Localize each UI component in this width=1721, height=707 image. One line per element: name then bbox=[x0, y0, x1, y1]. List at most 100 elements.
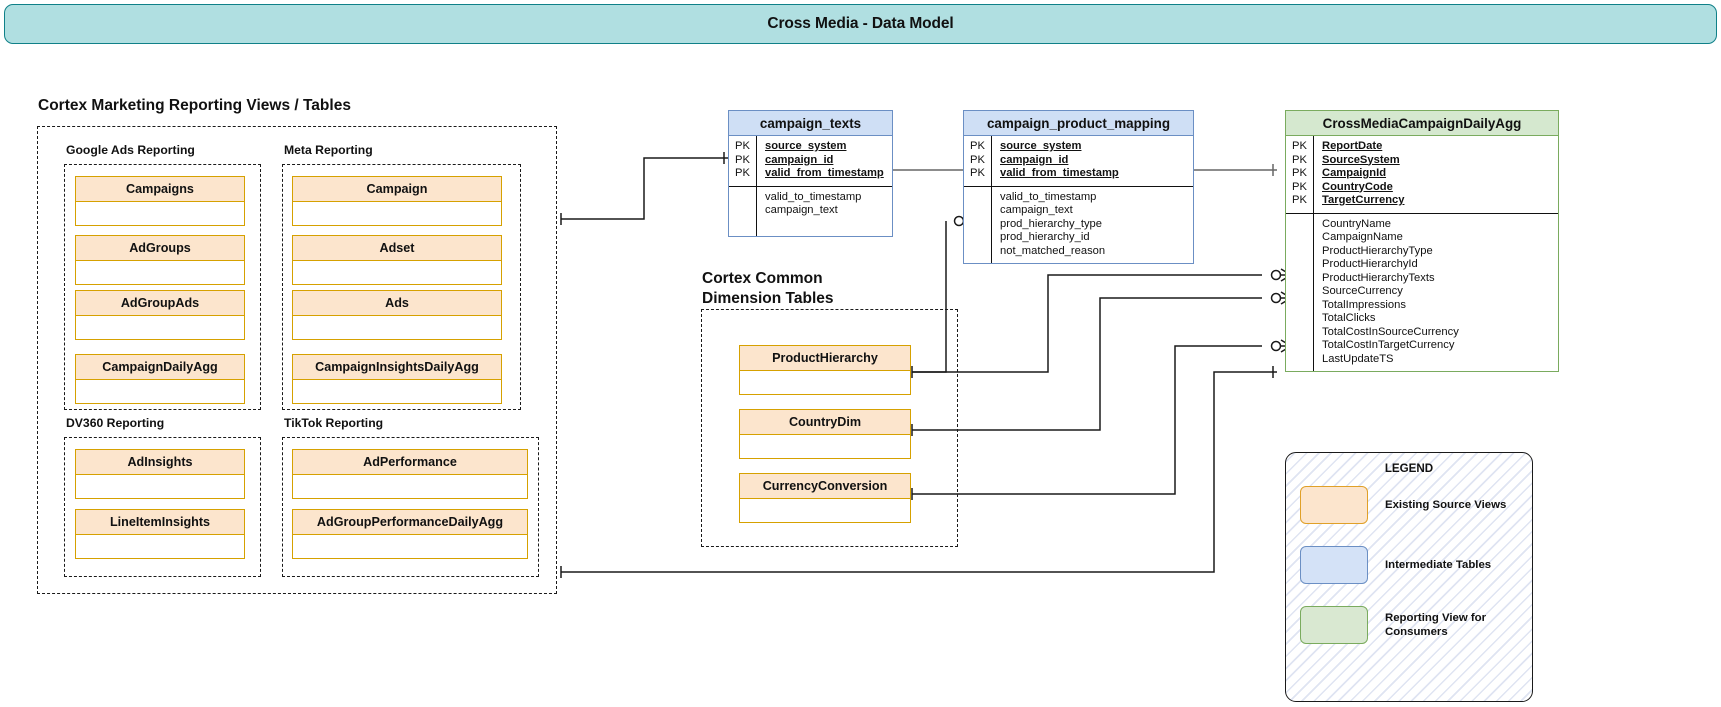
dimension-section-title: Cortex Common Dimension Tables bbox=[702, 270, 834, 308]
group-label-dv360: DV360 Reporting bbox=[66, 416, 165, 430]
attr-field: TotalCostInSourceCurrency bbox=[1322, 325, 1459, 338]
entity-body bbox=[75, 535, 245, 559]
legend-item-label: Reporting View for Consumers bbox=[1385, 612, 1487, 638]
group-container-google-ads bbox=[64, 164, 261, 410]
entity-title: AdPerformance bbox=[292, 449, 528, 475]
erd-pk-section: PK PK PK source_system campaign_id valid… bbox=[729, 136, 892, 187]
entity-body bbox=[75, 316, 245, 340]
entity-body bbox=[75, 475, 245, 499]
entity-campaigndailyagg[interactable]: CampaignDailyAgg bbox=[75, 354, 245, 404]
attr-field: campaign_text bbox=[1000, 204, 1073, 216]
entity-campaign[interactable]: Campaign bbox=[292, 176, 502, 226]
entity-title: LineItemInsights bbox=[75, 509, 245, 535]
diagram-title-banner: Cross Media - Data Model bbox=[4, 4, 1717, 44]
erd-table-title: CrossMediaCampaignDailyAgg bbox=[1286, 111, 1558, 136]
legend-item-label: Intermediate Tables bbox=[1385, 559, 1492, 571]
erd-pk-section: PK PK PK PK PK ReportDate SourceSystem C… bbox=[1286, 136, 1558, 214]
group-container-meta bbox=[282, 164, 521, 410]
entity-body bbox=[292, 475, 528, 499]
pk-field: source_system bbox=[1000, 140, 1082, 152]
entity-body bbox=[739, 499, 911, 523]
erd-attr-fields: valid_to_timestamp campaign_text prod_hi… bbox=[992, 187, 1193, 264]
legend-panel: LEGEND Existing Source Views Intermediat… bbox=[1285, 452, 1533, 702]
entity-adset[interactable]: Adset bbox=[292, 235, 502, 285]
erd-table-campaign-texts[interactable]: campaign_texts PK PK PK source_system ca… bbox=[728, 110, 893, 237]
reporting-view-swatch bbox=[1300, 606, 1368, 644]
pk-label: PK bbox=[970, 153, 985, 166]
erd-key-column: PK PK PK bbox=[964, 136, 992, 186]
pk-field: CampaignId bbox=[1322, 167, 1387, 179]
entity-body bbox=[292, 380, 502, 404]
entity-body bbox=[739, 371, 911, 395]
source-section-title: Cortex Marketing Reporting Views / Table… bbox=[38, 97, 351, 114]
erd-table-campaign-product-mapping[interactable]: campaign_product_mapping PK PK PK source… bbox=[963, 110, 1194, 264]
source-section-container bbox=[37, 126, 557, 594]
group-label-tiktok: TikTok Reporting bbox=[284, 416, 384, 430]
entity-title: Ads bbox=[292, 290, 502, 316]
attr-field: SourceCurrency bbox=[1322, 285, 1403, 297]
erd-pk-fields: ReportDate SourceSystem CampaignId Count… bbox=[1314, 136, 1558, 213]
legend-title: LEGEND bbox=[1384, 462, 1434, 475]
entity-adinsights[interactable]: AdInsights bbox=[75, 449, 245, 499]
pk-label: PK bbox=[1292, 167, 1307, 179]
group-label-google-ads: Google Ads Reporting bbox=[66, 143, 195, 157]
pk-label: PK bbox=[1292, 180, 1307, 193]
erd-attr-section: valid_to_timestamp campaign_text bbox=[729, 186, 892, 237]
erd-key-column bbox=[964, 186, 992, 263]
entity-body bbox=[292, 535, 528, 559]
erd-pk-fields: source_system campaign_id valid_from_tim… bbox=[757, 136, 892, 186]
entity-title: Campaign bbox=[292, 176, 502, 202]
attr-field: CampaignName bbox=[1322, 231, 1403, 243]
entity-body bbox=[292, 202, 502, 226]
entity-currencyconversion[interactable]: CurrencyConversion bbox=[739, 473, 911, 523]
erd-attr-section: valid_to_timestamp campaign_text prod_hi… bbox=[964, 186, 1193, 264]
entity-ads[interactable]: Ads bbox=[292, 290, 502, 340]
attr-field: TotalImpressions bbox=[1322, 298, 1406, 311]
pk-label: PK bbox=[735, 153, 750, 166]
entity-body bbox=[739, 435, 911, 459]
pk-label: PK bbox=[1292, 194, 1307, 206]
entity-title: Campaigns bbox=[75, 176, 245, 202]
legend-item-label: Existing Source Views bbox=[1385, 499, 1507, 511]
entity-adgroups[interactable]: AdGroups bbox=[75, 235, 245, 285]
legend-item-reporting-view: Reporting View for Consumers bbox=[1300, 606, 1486, 644]
entity-lineiteminsights[interactable]: LineItemInsights bbox=[75, 509, 245, 559]
erd-attr-fields: valid_to_timestamp campaign_text bbox=[757, 187, 892, 237]
entity-body bbox=[75, 261, 245, 285]
entity-countrydim[interactable]: CountryDim bbox=[739, 409, 911, 459]
pk-label: PK bbox=[970, 140, 985, 152]
entity-adperformance[interactable]: AdPerformance bbox=[292, 449, 528, 499]
attr-field: prod_hierarchy_type bbox=[1000, 217, 1102, 230]
attr-field: not_matched_reason bbox=[1000, 244, 1106, 257]
entity-adgroupads[interactable]: AdGroupAds bbox=[75, 290, 245, 340]
entity-title: CampaignDailyAgg bbox=[75, 354, 245, 380]
pk-field: campaign_id bbox=[1000, 153, 1069, 166]
intermediate-tables-swatch bbox=[1300, 546, 1368, 584]
entity-adgroupperformancedailyagg[interactable]: AdGroupPerformanceDailyAgg bbox=[292, 509, 528, 559]
pk-field: valid_from_timestamp bbox=[765, 167, 884, 179]
pk-field: CountryCode bbox=[1322, 180, 1393, 193]
erd-table-crossmedia-campaign-daily-agg[interactable]: CrossMediaCampaignDailyAgg PK PK PK PK P… bbox=[1285, 110, 1559, 372]
entity-campaigninsightsdailyagg[interactable]: CampaignInsightsDailyAgg bbox=[292, 354, 502, 404]
entity-title: ProductHierarchy bbox=[739, 345, 911, 371]
entity-campaigns[interactable]: Campaigns bbox=[75, 176, 245, 226]
erd-key-column: PK PK PK bbox=[729, 136, 757, 186]
attr-field: ProductHierarchyType bbox=[1322, 244, 1433, 257]
entity-producthierarchy[interactable]: ProductHierarchy bbox=[739, 345, 911, 395]
attr-field: TotalClicks bbox=[1322, 312, 1376, 324]
entity-title: AdGroupAds bbox=[75, 290, 245, 316]
pk-field: campaign_id bbox=[765, 153, 834, 166]
attr-field: ProductHierarchyTexts bbox=[1322, 271, 1435, 284]
attr-field: TotalCostInTargetCurrency bbox=[1322, 339, 1455, 351]
attr-field: prod_hierarchy_id bbox=[1000, 231, 1090, 243]
pk-label: PK bbox=[1292, 140, 1307, 152]
entity-title: AdGroups bbox=[75, 235, 245, 261]
entity-title: CountryDim bbox=[739, 409, 911, 435]
pk-field: source_system bbox=[765, 140, 847, 152]
attr-field: ProductHierarchyId bbox=[1322, 258, 1418, 270]
erd-key-column: PK PK PK PK PK bbox=[1286, 136, 1314, 213]
pk-label: PK bbox=[735, 167, 750, 179]
existing-source-views-swatch bbox=[1300, 486, 1368, 524]
entity-title: AdInsights bbox=[75, 449, 245, 475]
